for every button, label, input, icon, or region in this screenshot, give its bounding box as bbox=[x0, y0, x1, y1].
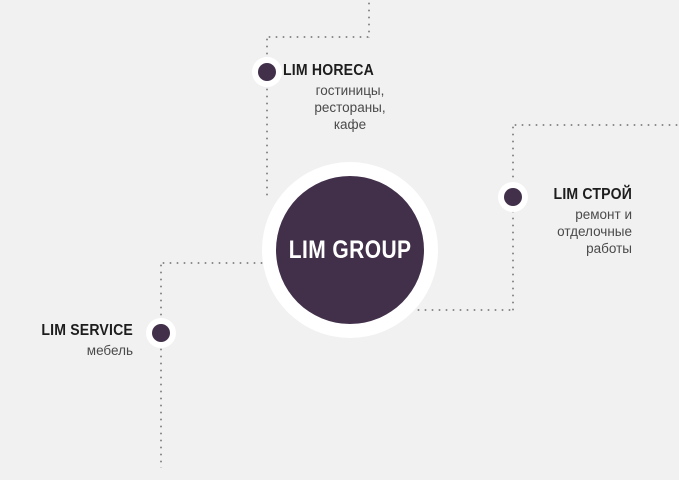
branch-service[interactable]: LIM SERVICE мебель bbox=[0, 322, 133, 359]
center-node-disc: LIM GROUP bbox=[276, 176, 424, 324]
node-dot-service-inner bbox=[152, 324, 170, 342]
branch-horeca-subtitle-line-2: рестораны, bbox=[314, 99, 386, 115]
branch-stroy-subtitle: ремонт и отделочные работы bbox=[430, 206, 632, 258]
branch-stroy-title: LIM СТРОЙ bbox=[553, 186, 632, 203]
node-dot-stroy-inner bbox=[504, 188, 522, 206]
branch-stroy-subtitle-line-3: работы bbox=[586, 241, 632, 257]
branch-service-subtitle-line-1: мебель bbox=[86, 342, 133, 358]
node-dot-horeca[interactable] bbox=[252, 57, 282, 87]
node-dot-horeca-inner bbox=[258, 63, 276, 81]
branch-stroy-subtitle-line-2: отделочные bbox=[557, 223, 632, 239]
connector-horeca-riser bbox=[368, 0, 370, 38]
connector-stroy-bottom-horizontal bbox=[408, 309, 514, 311]
center-node-lim-group[interactable]: LIM GROUP bbox=[262, 162, 438, 338]
branch-stroy[interactable]: LIM СТРОЙ ремонт и отделочные работы bbox=[430, 186, 632, 257]
branch-service-subtitle: мебель bbox=[0, 342, 133, 359]
connector-stroy-vertical bbox=[512, 124, 514, 311]
branch-horeca-subtitle-line-3: кафе bbox=[333, 117, 367, 133]
connector-stroy-top-horizontal bbox=[512, 124, 679, 126]
branch-stroy-subtitle-line-1: ремонт и bbox=[575, 206, 632, 222]
center-node-label: LIM GROUP bbox=[288, 235, 412, 264]
connector-service-vertical bbox=[160, 262, 162, 468]
branch-horeca-subtitle-line-1: гостиницы, bbox=[315, 82, 385, 98]
branch-horeca-subtitle: гостиницы, рестораны, кафе bbox=[283, 82, 417, 134]
branch-service-title: LIM SERVICE bbox=[41, 322, 133, 339]
connector-horeca-horizontal bbox=[266, 36, 370, 38]
node-dot-service[interactable] bbox=[146, 318, 176, 348]
connector-horeca-to-center bbox=[266, 86, 268, 196]
branch-horeca-title: LIM HORECA bbox=[283, 62, 374, 79]
connector-horeca-vertical-up bbox=[266, 36, 268, 60]
branch-horeca[interactable]: LIM HORECA гостиницы, рестораны, кафе bbox=[283, 62, 483, 133]
node-dot-stroy[interactable] bbox=[498, 182, 528, 212]
connector-service-horizontal bbox=[160, 262, 270, 264]
